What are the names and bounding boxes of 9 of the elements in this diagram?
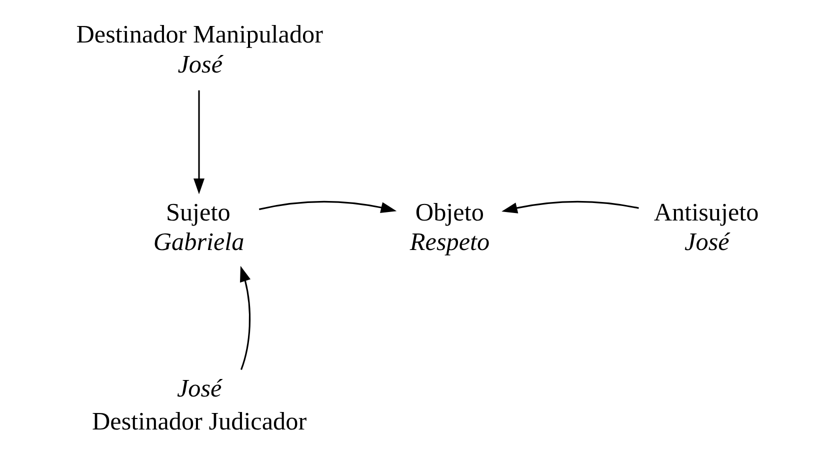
arrow xyxy=(194,90,205,194)
node-text: José Destinador Judicador xyxy=(92,376,307,436)
arrow xyxy=(258,200,397,213)
node-text: Objeto Respeto xyxy=(410,199,490,256)
node-text: Destinador Manipulador José xyxy=(76,21,324,78)
node-text: Antisujeto José xyxy=(654,199,759,256)
node-text: Sujeto Gabriela xyxy=(153,199,244,256)
arrow xyxy=(240,266,251,370)
arrow xyxy=(502,200,639,214)
